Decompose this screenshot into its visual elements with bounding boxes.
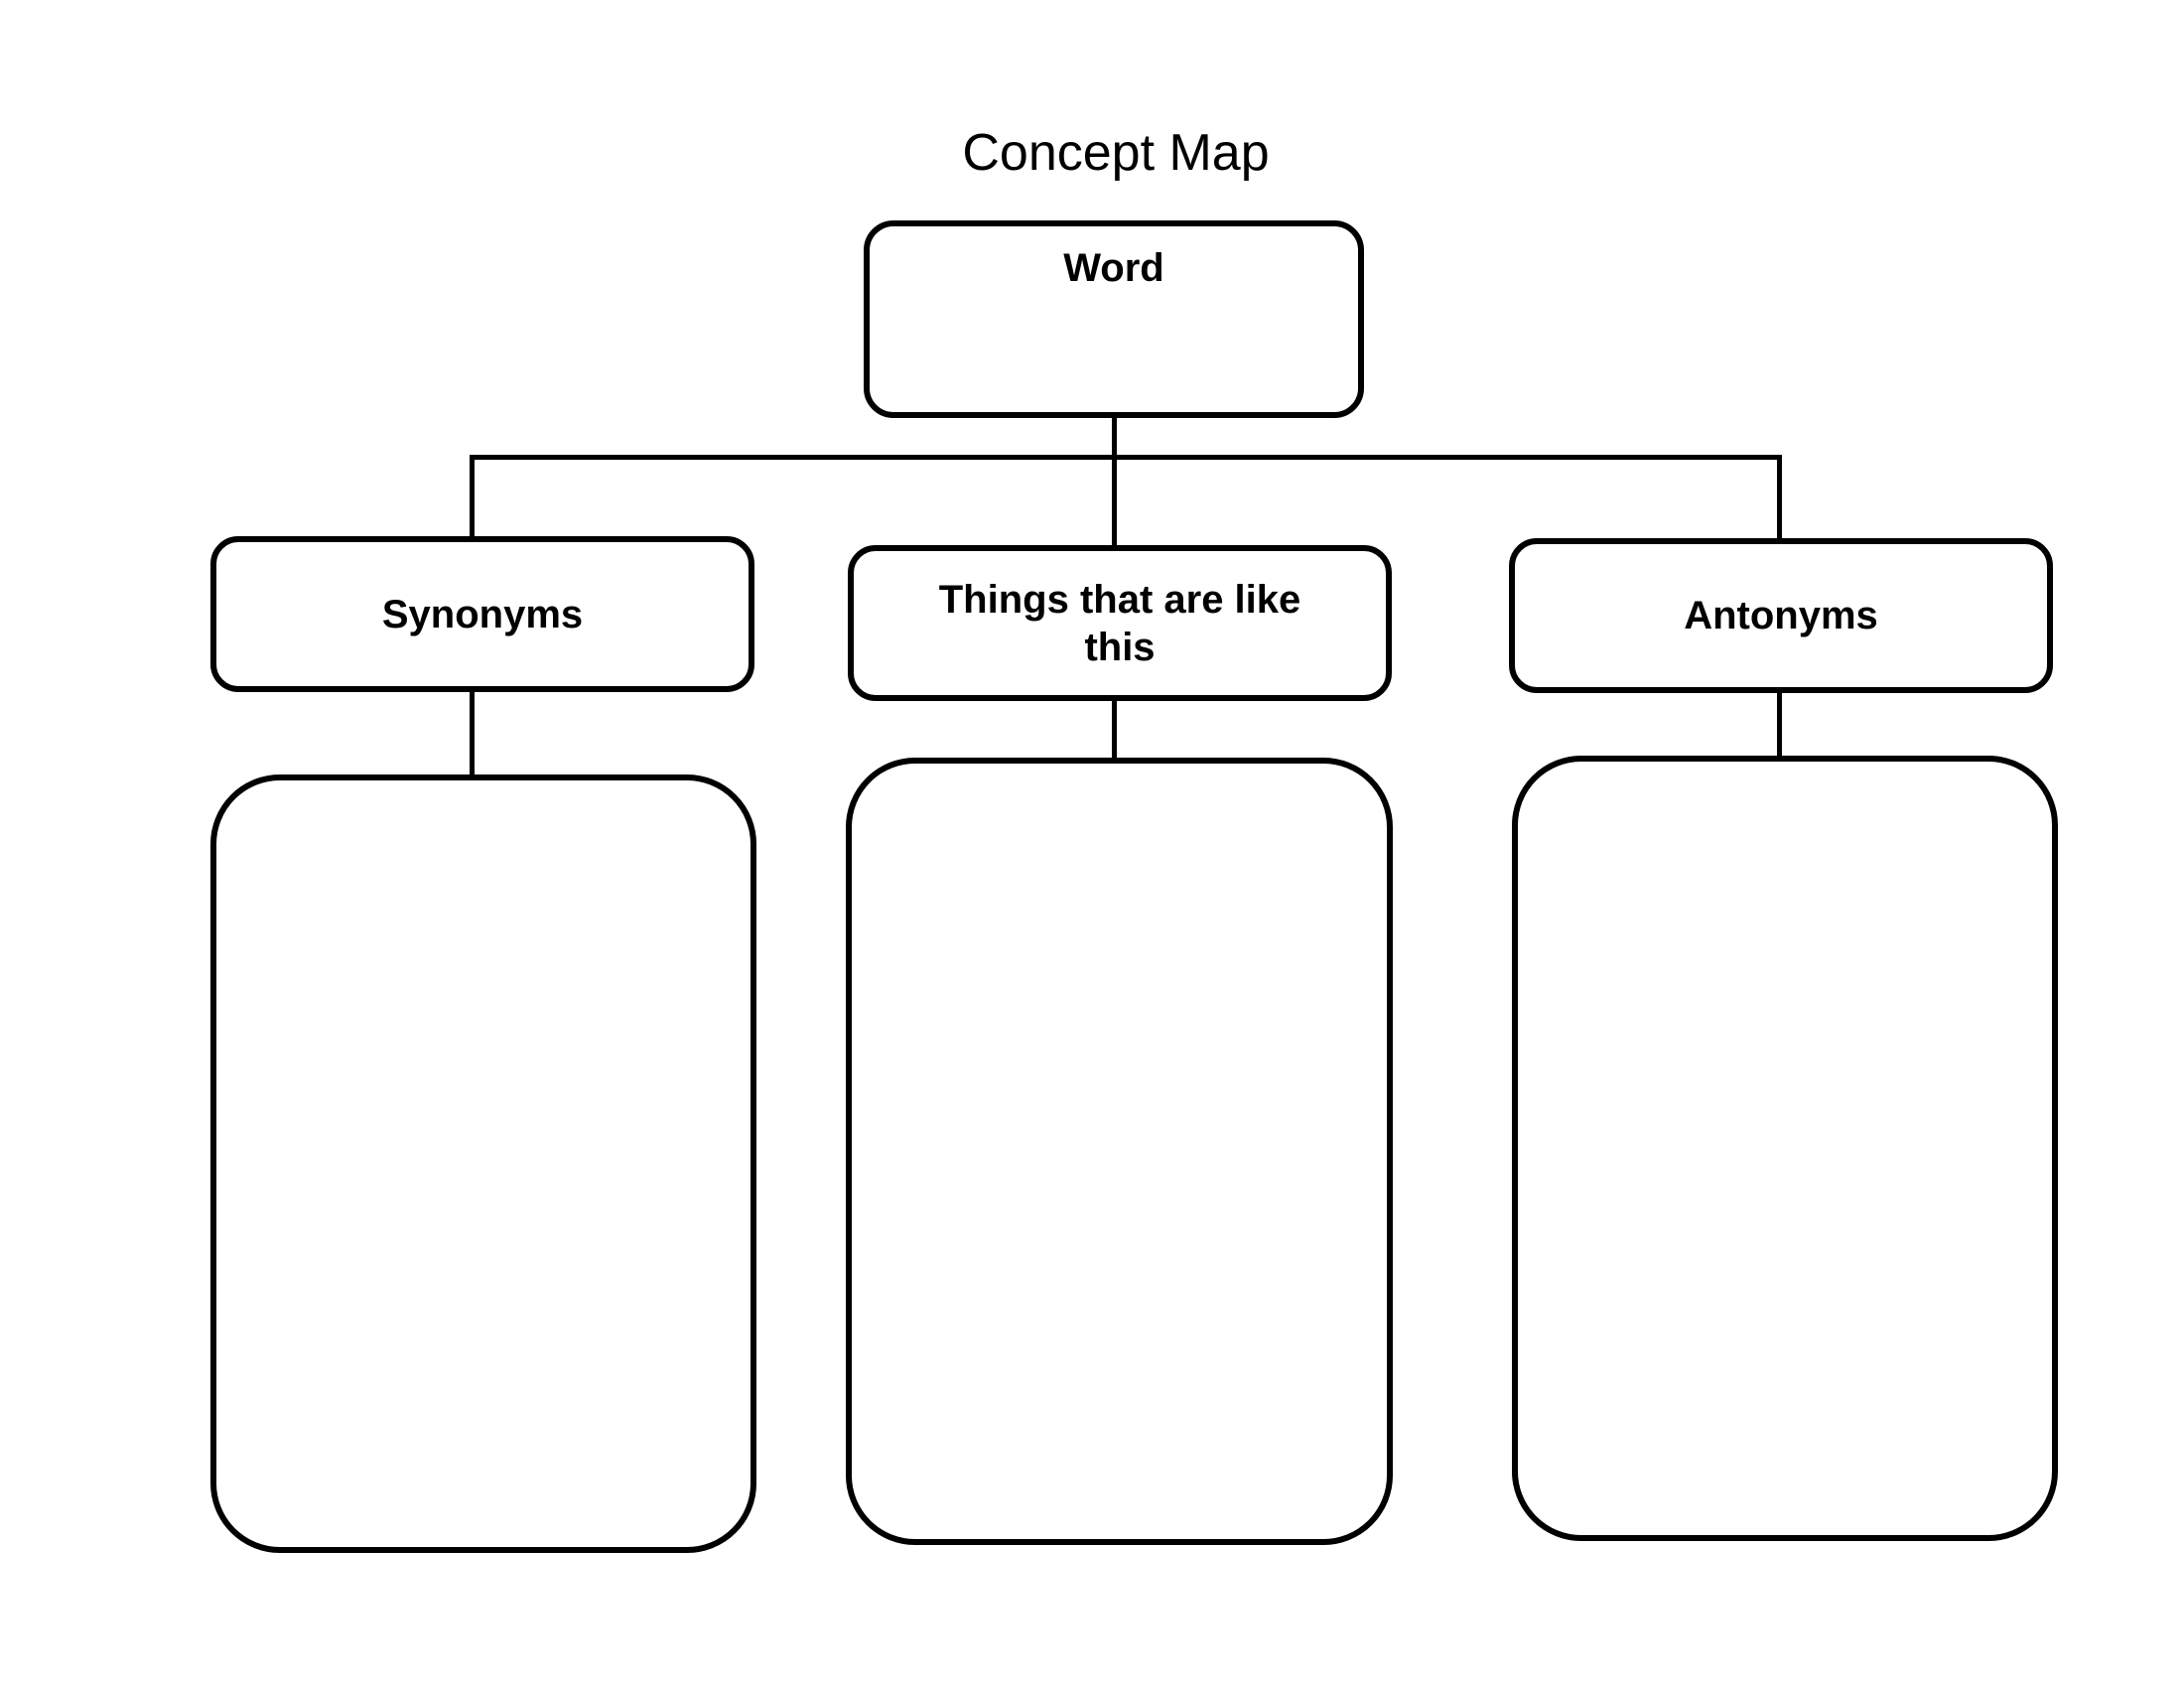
connector-drop-things [1112, 455, 1117, 550]
antonyms-node-label: Antonyms [1684, 594, 1878, 637]
connector-antonyms-to-box [1777, 687, 1782, 761]
connector-root-stem [1112, 416, 1117, 461]
antonyms-node: Antonyms [1509, 538, 2053, 693]
things-content-box [846, 758, 1393, 1545]
things-node-label: Things that are like this [938, 577, 1301, 669]
diagram-title: Concept Map [962, 124, 1270, 182]
word-node-label: Word [1063, 246, 1164, 290]
synonyms-content-box [210, 774, 756, 1553]
connector-drop-antonyms [1777, 455, 1782, 543]
synonyms-node: Synonyms [210, 536, 754, 692]
things-node: Things that are like this [848, 545, 1392, 701]
connector-synonyms-to-box [470, 685, 475, 779]
connector-drop-synonyms [470, 455, 475, 542]
synonyms-node-label: Synonyms [381, 592, 584, 636]
connector-things-to-box [1112, 695, 1117, 763]
antonyms-content-box [1512, 756, 2058, 1541]
word-node: Word [864, 220, 1364, 418]
connector-horizontal-rail [470, 455, 1782, 460]
